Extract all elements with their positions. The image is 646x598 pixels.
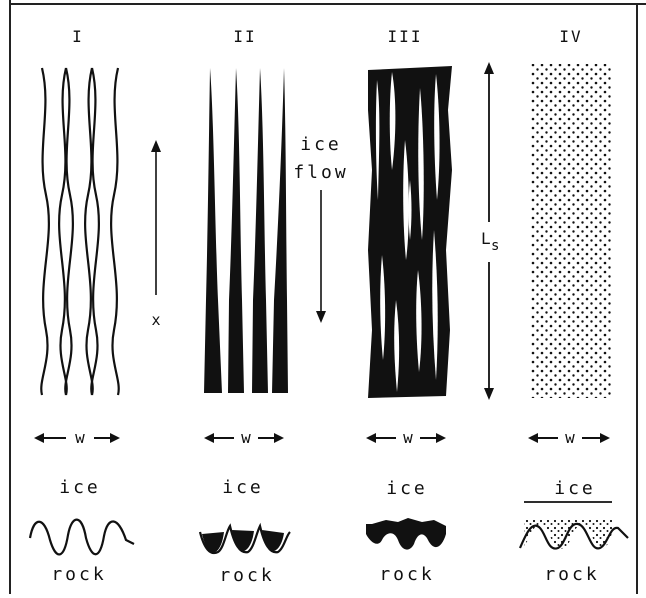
width-label-II: w	[241, 428, 251, 447]
length-scale-subscript: s	[491, 238, 499, 254]
width-label-I: w	[75, 428, 85, 447]
ice-flow-label-line1: ice	[300, 134, 342, 155]
ice-label-III: ice	[386, 478, 428, 499]
ice-flow-arrow	[316, 190, 326, 323]
rock-label-III: rock	[379, 564, 434, 585]
ice-flow-label-line2: flow	[293, 162, 348, 183]
rock-label-II: rock	[219, 565, 274, 586]
bed-profile-IV	[520, 502, 628, 549]
rock-label-I: rock	[51, 564, 106, 585]
length-scale-label: L	[481, 229, 491, 248]
bed-profile-II	[200, 526, 290, 553]
frame-border-left	[9, 0, 11, 594]
width-label-III: w	[403, 428, 413, 447]
panel-II-cavity-streaks	[204, 68, 288, 393]
ice-label-IV: ice	[554, 478, 596, 499]
x-axis-arrow	[151, 140, 161, 295]
panel-numeral-III: III	[388, 27, 423, 46]
panel-numeral-II: II	[233, 27, 256, 46]
x-axis-label: x	[151, 311, 160, 329]
bed-profile-I	[30, 520, 134, 555]
panel-numeral-IV: IV	[559, 27, 582, 46]
width-label-IV: w	[565, 428, 575, 447]
panel-IV-sediment-column	[531, 64, 611, 398]
bed-profile-III	[366, 518, 446, 550]
panel-I-channel-network	[41, 68, 118, 395]
ice-label-I: ice	[59, 477, 101, 498]
panel-III-cavity-block	[368, 66, 452, 398]
frame-border-right	[636, 3, 638, 594]
panel-numeral-I: I	[72, 27, 84, 46]
rock-label-IV: rock	[544, 564, 599, 585]
frame-border-top	[9, 3, 646, 5]
ice-label-II: ice	[222, 477, 264, 498]
